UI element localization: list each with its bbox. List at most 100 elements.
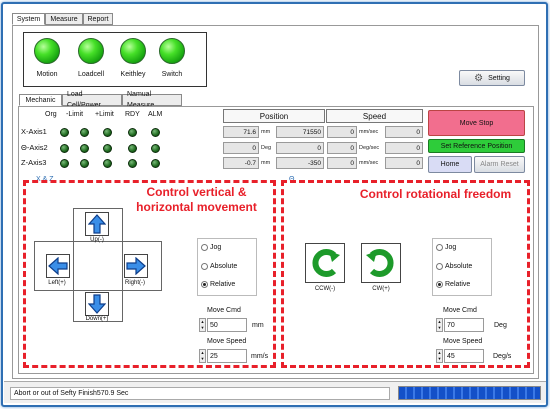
right-label: Right(-)	[124, 280, 145, 286]
xz-move-speed-spinner[interactable]: ▲▼	[199, 349, 206, 363]
col-org: Org	[45, 111, 57, 118]
down-label: Down(+)	[85, 316, 109, 322]
axis-minus-limit-led	[80, 128, 89, 137]
mode-label: Jog	[210, 244, 222, 251]
radio-icon	[436, 244, 443, 251]
rotation-mode-absolute[interactable]: Absolute	[436, 263, 472, 270]
progress-fill	[399, 387, 540, 399]
rotation-move-speed-unit: Deg/s	[493, 353, 512, 360]
axis-minus-limit-led	[80, 144, 89, 153]
mode-label: Relative	[445, 281, 471, 288]
left-label: Left(+)	[48, 280, 66, 286]
axis-alm-led	[151, 144, 160, 153]
position-header: Position	[223, 109, 325, 123]
speed-count: 0	[385, 126, 423, 138]
up-label: Up(-)	[90, 237, 104, 243]
arrow-down-icon	[88, 294, 106, 314]
gear-icon: ⚙	[474, 72, 484, 84]
rotation-move-cmd-spinner[interactable]: ▲▼	[436, 318, 443, 332]
axis-alm-led	[151, 128, 160, 137]
tab-measure[interactable]: Measure	[45, 13, 83, 25]
set-reference-button[interactable]: Set Reference Position	[428, 139, 525, 153]
motion-indicator	[34, 38, 60, 64]
indicator-label: Keithley	[120, 71, 146, 78]
xz-mode-absolute[interactable]: Absolute	[201, 263, 237, 270]
xz-move-cmd-unit: mm	[252, 322, 264, 329]
cw-button[interactable]	[361, 243, 401, 283]
speed-value: 0	[327, 126, 357, 138]
rotation-control-panel	[281, 180, 530, 368]
home-button[interactable]: Home	[428, 156, 472, 173]
axis-minus-limit-led	[80, 159, 89, 168]
rotation-panel-title: Control rotational freedom	[359, 187, 512, 201]
col-plus-limit: +Limit	[95, 111, 114, 118]
radio-icon	[201, 263, 208, 270]
radio-selected-icon	[436, 281, 443, 288]
arrow-up-icon	[88, 214, 106, 234]
col-alm: ALM	[148, 111, 163, 118]
jog-pad-horizontal	[34, 241, 162, 291]
rotate-ccw-icon	[312, 249, 340, 277]
rotation-move-speed-input[interactable]: 45	[444, 349, 484, 363]
progress-bar	[398, 386, 541, 400]
rotation-move-speed-spinner[interactable]: ▲▼	[436, 349, 443, 363]
position-value: 0	[223, 142, 259, 154]
rotation-mode-relative[interactable]: Relative	[436, 281, 470, 288]
status-message: Abort or out of Sefty Finish570.9 Sec	[10, 387, 390, 400]
xz-group-label: X & Z	[36, 176, 54, 183]
ccw-button[interactable]	[305, 243, 345, 283]
cw-label: CW(+)	[372, 286, 390, 292]
radio-icon	[436, 263, 443, 270]
jog-pad-center	[74, 242, 122, 290]
xz-move-speed-unit: mm/s	[251, 353, 269, 360]
move-stop-button[interactable]: Move Stop	[428, 110, 525, 136]
rotation-move-cmd-input[interactable]: 70	[444, 318, 484, 332]
indicator-label: Loadcell	[77, 71, 105, 78]
xz-control-panel	[23, 180, 276, 368]
position-unit: mm	[261, 160, 271, 166]
tab-load-cell-power[interactable]: Load Cell/Power	[62, 91, 122, 109]
tab-namual-measure[interactable]: Namual Measure	[122, 91, 182, 109]
speed-count: 0	[385, 157, 423, 169]
xz-mode-jog[interactable]: Jog	[201, 244, 221, 251]
axis-name: Z-Axis3	[21, 158, 47, 167]
tab-mechanic[interactable]: Mechanic	[19, 94, 62, 106]
position-value: 71.6	[223, 126, 259, 138]
position-count: 71550	[276, 126, 324, 138]
position-unit: Deg	[261, 145, 272, 151]
arrow-left-icon	[48, 257, 68, 275]
up-button[interactable]	[85, 212, 109, 236]
xz-move-speed-input[interactable]: 25	[207, 349, 247, 363]
alarm-reset-button[interactable]: Alarm Reset	[474, 156, 525, 173]
setting-label: Setting	[488, 74, 510, 82]
speed-unit: Deg/sec	[359, 145, 380, 151]
axis-rdy-led	[128, 159, 137, 168]
axis-name: X-Axis1	[21, 127, 47, 136]
xz-move-cmd-input[interactable]: 50	[207, 318, 247, 332]
setting-button[interactable]: ⚙ Setting	[459, 70, 525, 86]
tab-report[interactable]: Report	[83, 13, 113, 25]
axis-plus-limit-led	[103, 128, 112, 137]
indicator-label: Motion	[36, 71, 58, 78]
down-button[interactable]	[85, 292, 109, 316]
speed-unit: mm/sec	[359, 129, 379, 135]
jog-pad-vertical	[73, 208, 123, 322]
tab-system[interactable]: System	[12, 13, 45, 25]
theta-group-label: Θ	[289, 176, 295, 183]
speed-count: 0	[385, 142, 423, 154]
xz-move-cmd-spinner[interactable]: ▲▼	[199, 318, 206, 332]
rotation-mode-jog[interactable]: Jog	[436, 244, 456, 251]
xz-move-speed-label: Move Speed	[207, 338, 247, 345]
right-button[interactable]	[124, 254, 148, 278]
axis-org-led	[60, 159, 69, 168]
left-button[interactable]	[46, 254, 70, 278]
speed-header: Speed	[326, 109, 423, 123]
position-value: -0.7	[223, 157, 259, 169]
axis-plus-limit-led	[103, 144, 112, 153]
xz-panel-title: Control vertical & horizontal movement	[136, 185, 257, 214]
speed-value: 0	[327, 142, 357, 154]
rotation-move-speed-label: Move Speed	[443, 338, 483, 345]
switch-indicator	[159, 38, 185, 64]
xz-mode-relative[interactable]: Relative	[201, 281, 235, 288]
radio-selected-icon	[201, 281, 208, 288]
